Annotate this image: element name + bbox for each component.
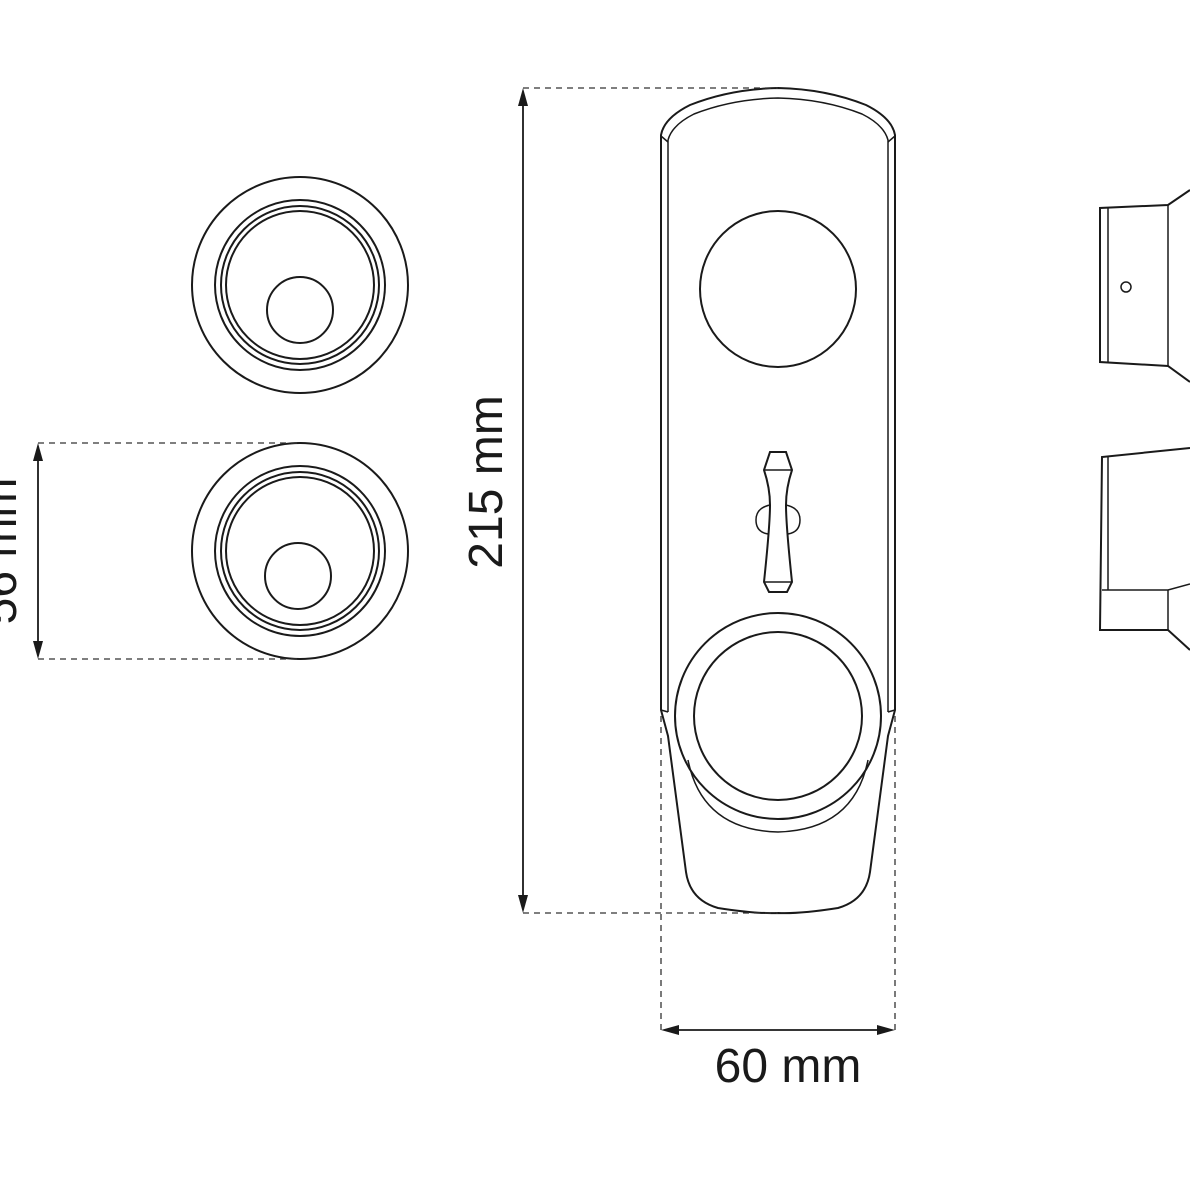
height-dimension: 215 mm <box>460 87 778 914</box>
width-dimension: 60 mm <box>660 716 896 1093</box>
height-dimension-label: 215 mm <box>460 395 513 568</box>
rosette-dimension-label: 56 mm <box>0 478 27 625</box>
rosette-dimension: 56 mm <box>0 442 300 660</box>
side-view-bottom <box>1098 447 1190 651</box>
rosette-top <box>191 176 409 394</box>
escutcheon-plate <box>660 86 896 915</box>
width-dimension-label: 60 mm <box>715 1040 862 1093</box>
upper-knob <box>699 210 857 368</box>
thumbturn <box>755 451 801 593</box>
lower-knob <box>674 612 882 833</box>
side-view-top <box>1099 189 1190 383</box>
rosette-bottom <box>191 442 409 660</box>
